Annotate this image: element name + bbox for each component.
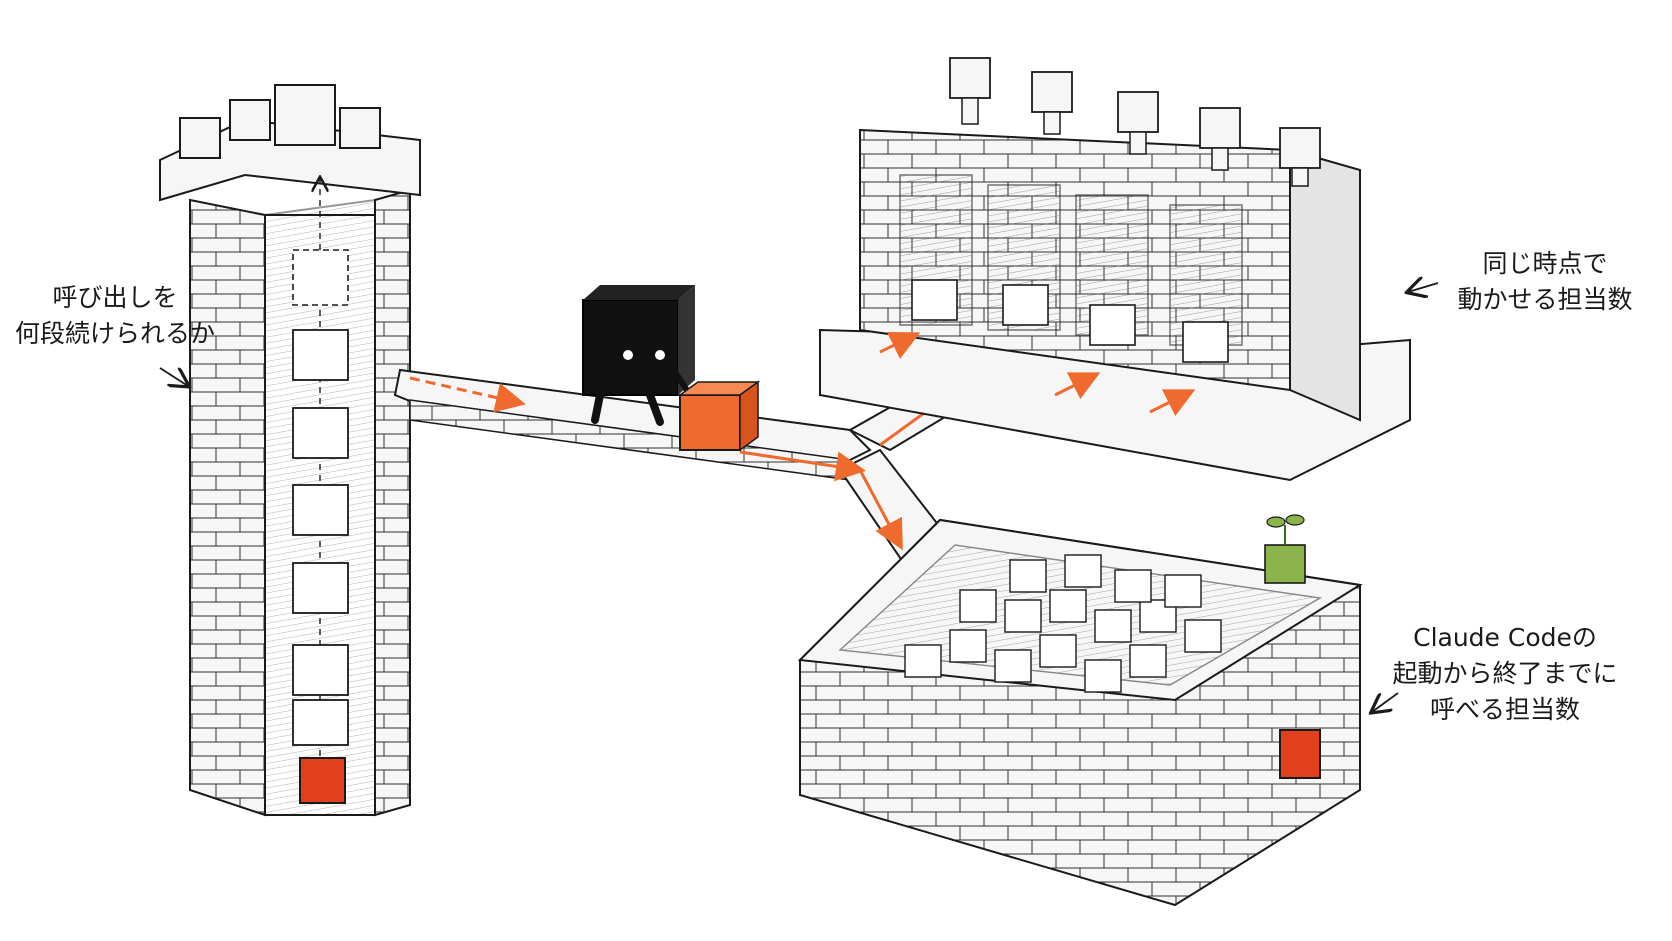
arrow-icon — [409, 376, 526, 413]
stack-block — [292, 329, 349, 381]
orange-task-block — [677, 380, 761, 452]
arrow-icon — [1408, 283, 1439, 292]
callout-total-line-3: 呼べる担当数 — [1429, 695, 1580, 724]
parallel-structure — [819, 57, 1411, 482]
stack-block-dashed — [292, 249, 349, 306]
arrow-icon — [1149, 389, 1196, 417]
stack-block — [292, 562, 349, 614]
callout-total-line-2: 起動から終了までに — [1392, 659, 1618, 688]
stack-block — [292, 699, 349, 746]
callout-total-count: Claude Codeの 起動から終了までに 呼べる担当数 — [1380, 620, 1630, 728]
red-start-block — [299, 757, 346, 804]
depth-tower — [159, 84, 421, 817]
callout-parallel-line-1: 同じ時点で — [1482, 249, 1608, 278]
arrow-icon — [879, 331, 921, 359]
arrow-icon — [858, 469, 903, 551]
callout-call-depth: 呼び出しを 何段続けられるか — [10, 280, 220, 352]
callout-parallel-line-2: 動かせる担当数 — [1457, 285, 1633, 314]
red-exit-block — [1279, 729, 1321, 779]
stack-block — [292, 644, 349, 696]
arrow-icon — [159, 368, 188, 386]
robot-character-icon — [582, 285, 695, 426]
pool-blocks — [904, 554, 1222, 693]
stack-block — [292, 484, 349, 536]
piston-row — [949, 57, 1321, 187]
callout-total-line-1: Claude Codeの — [1413, 623, 1597, 652]
arrow-icon — [739, 450, 866, 482]
stack-block — [292, 407, 349, 459]
arrow-icon — [1372, 692, 1399, 712]
session-pool — [797, 514, 1363, 907]
callout-depth-line-1: 呼び出しを — [52, 283, 178, 312]
sprout-icon — [1264, 514, 1306, 584]
stacked-call-blocks — [292, 249, 349, 804]
callout-parallel-count: 同じ時点で 動かせる担当数 — [1440, 246, 1650, 318]
callout-depth-line-2: 何段続けられるか — [14, 319, 215, 348]
arrow-icon — [1054, 372, 1101, 400]
